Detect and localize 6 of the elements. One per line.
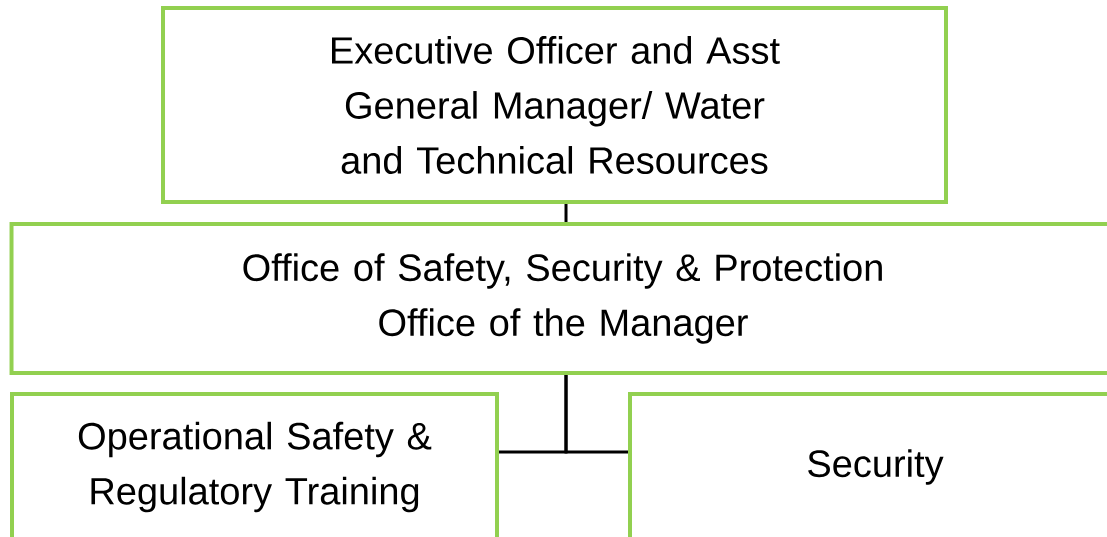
connector-line [564, 375, 628, 454]
org-box: Security [628, 392, 1107, 537]
org-box: Operational Safety & Regulatory Training [10, 392, 499, 537]
connector-line [564, 204, 568, 222]
org-box: Office of Safety, Security & Protection Office of the Manager [9, 222, 1107, 375]
org-box: Executive Officer and Asst General Manager/ Water and Technical Resources [161, 6, 948, 204]
